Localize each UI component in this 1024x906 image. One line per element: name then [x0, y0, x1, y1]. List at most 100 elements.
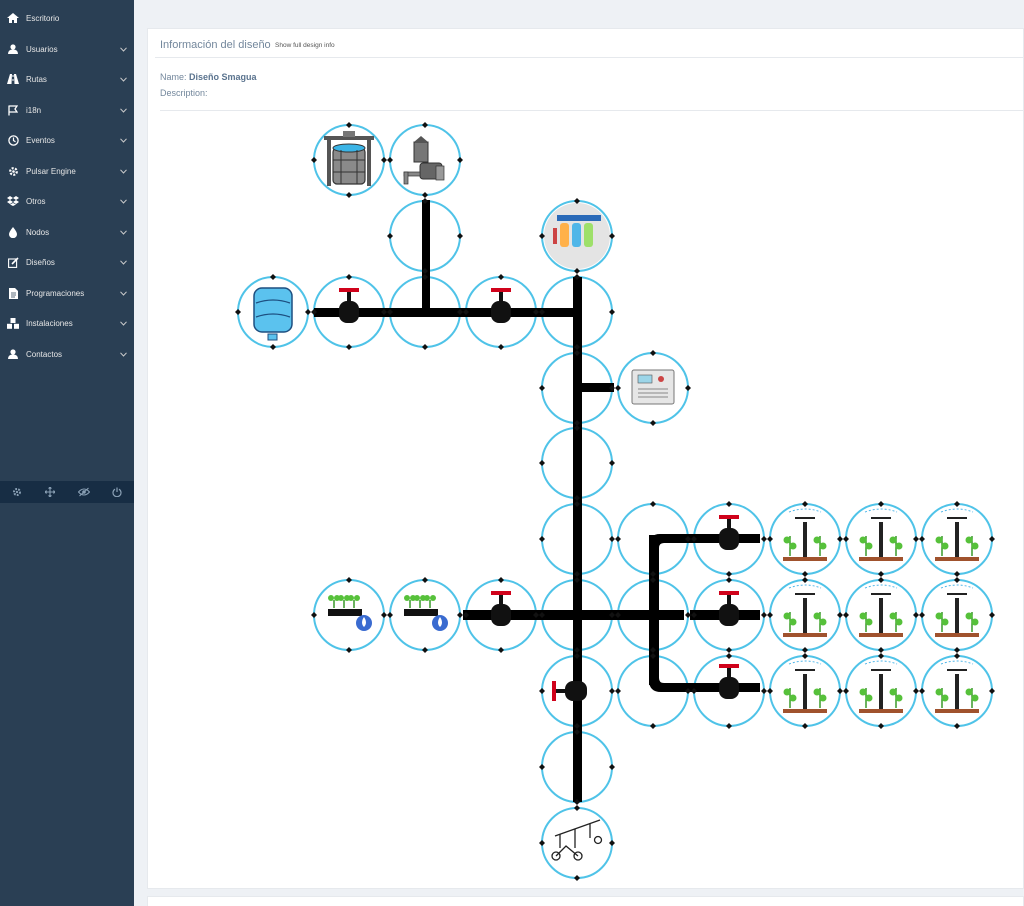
connection-port[interactable] [422, 122, 428, 128]
connection-port[interactable] [422, 577, 428, 583]
connection-port[interactable] [463, 309, 469, 315]
connection-port[interactable] [387, 233, 393, 239]
connection-port[interactable] [539, 688, 545, 694]
connection-port[interactable] [609, 840, 615, 846]
connection-port[interactable] [305, 309, 311, 315]
pivot-node[interactable] [541, 807, 613, 879]
connection-port[interactable] [913, 612, 919, 618]
connection-port[interactable] [615, 612, 621, 618]
connection-port[interactable] [802, 723, 808, 729]
connection-port[interactable] [767, 536, 773, 542]
connection-port[interactable] [422, 274, 428, 280]
connection-port[interactable] [878, 571, 884, 577]
connection-port[interactable] [837, 612, 843, 618]
connection-port[interactable] [609, 460, 615, 466]
connection-port[interactable] [837, 688, 843, 694]
connection-port[interactable] [609, 385, 615, 391]
connection-port[interactable] [878, 577, 884, 583]
connection-port[interactable] [270, 344, 276, 350]
connection-port[interactable] [878, 653, 884, 659]
connection-port[interactable] [954, 501, 960, 507]
connection-port[interactable] [346, 122, 352, 128]
sidebar-item-rutas[interactable]: Rutas [0, 64, 134, 94]
connection-port[interactable] [422, 344, 428, 350]
connection-port[interactable] [574, 577, 580, 583]
connection-port[interactable] [387, 157, 393, 163]
connection-port[interactable] [498, 274, 504, 280]
connection-port[interactable] [802, 647, 808, 653]
connection-port[interactable] [457, 612, 463, 618]
connection-port[interactable] [913, 536, 919, 542]
connection-port[interactable] [346, 577, 352, 583]
connection-port[interactable] [574, 274, 580, 280]
connection-port[interactable] [843, 612, 849, 618]
connection-port[interactable] [726, 647, 732, 653]
sidebar-item-i18n[interactable]: i18n [0, 95, 134, 125]
hide-icon[interactable] [67, 481, 101, 503]
connection-port[interactable] [422, 198, 428, 204]
sidebar-item-usuarios[interactable]: Usuarios [0, 34, 134, 64]
connection-port[interactable] [387, 612, 393, 618]
connection-port[interactable] [691, 688, 697, 694]
connection-port[interactable] [802, 577, 808, 583]
connection-port[interactable] [685, 536, 691, 542]
connection-port[interactable] [989, 688, 995, 694]
connection-port[interactable] [650, 420, 656, 426]
sidebar-item-programaciones[interactable]: Programaciones [0, 278, 134, 308]
connection-port[interactable] [843, 688, 849, 694]
connection-port[interactable] [843, 536, 849, 542]
connection-port[interactable] [837, 536, 843, 542]
connection-port[interactable] [609, 309, 615, 315]
connection-port[interactable] [574, 729, 580, 735]
show-full-info-link[interactable]: Show full design info [275, 42, 335, 49]
connection-port[interactable] [726, 571, 732, 577]
connection-port[interactable] [989, 612, 995, 618]
connection-port[interactable] [498, 344, 504, 350]
connection-port[interactable] [422, 647, 428, 653]
connection-port[interactable] [346, 344, 352, 350]
connection-port[interactable] [878, 647, 884, 653]
connection-port[interactable] [615, 688, 621, 694]
connection-port[interactable] [650, 571, 656, 577]
connection-port[interactable] [954, 577, 960, 583]
connection-port[interactable] [422, 268, 428, 274]
connection-port[interactable] [913, 688, 919, 694]
connection-port[interactable] [539, 536, 545, 542]
connection-port[interactable] [726, 723, 732, 729]
connection-port[interactable] [457, 309, 463, 315]
connection-port[interactable] [539, 309, 545, 315]
connection-port[interactable] [574, 344, 580, 350]
connection-port[interactable] [539, 612, 545, 618]
connection-port[interactable] [954, 571, 960, 577]
connection-port[interactable] [802, 653, 808, 659]
connection-port[interactable] [615, 536, 621, 542]
connection-port[interactable] [574, 653, 580, 659]
connection-port[interactable] [574, 268, 580, 274]
connection-port[interactable] [463, 612, 469, 618]
connection-port[interactable] [574, 425, 580, 431]
connection-port[interactable] [533, 612, 539, 618]
connection-port[interactable] [346, 192, 352, 198]
connection-port[interactable] [954, 723, 960, 729]
connection-port[interactable] [761, 536, 767, 542]
connection-port[interactable] [685, 612, 691, 618]
connection-port[interactable] [270, 274, 276, 280]
sidebar-item-eventos[interactable]: Eventos [0, 125, 134, 155]
connection-port[interactable] [574, 495, 580, 501]
connection-port[interactable] [311, 309, 317, 315]
connection-port[interactable] [539, 840, 545, 846]
connection-port[interactable] [726, 653, 732, 659]
connection-port[interactable] [574, 198, 580, 204]
connection-port[interactable] [574, 875, 580, 881]
connection-port[interactable] [685, 688, 691, 694]
connection-port[interactable] [767, 688, 773, 694]
connection-port[interactable] [802, 571, 808, 577]
connection-port[interactable] [609, 612, 615, 618]
connection-port[interactable] [954, 653, 960, 659]
connection-port[interactable] [767, 612, 773, 618]
connection-port[interactable] [381, 309, 387, 315]
connection-port[interactable] [878, 501, 884, 507]
connection-port[interactable] [761, 688, 767, 694]
connection-port[interactable] [609, 688, 615, 694]
connection-port[interactable] [574, 420, 580, 426]
